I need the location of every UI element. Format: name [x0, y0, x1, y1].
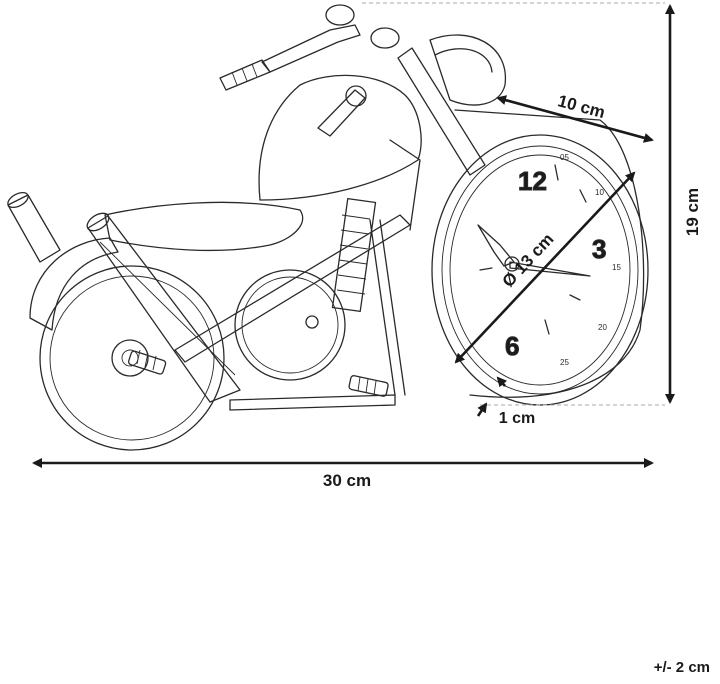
front-fork	[397, 47, 486, 176]
tolerance-note: +/- 2 cm	[653, 659, 710, 676]
clock-numeral-6: 6	[505, 331, 519, 361]
clock-diameter-line	[454, 171, 636, 364]
handlebar	[219, 4, 400, 137]
clock-minute-25: 25	[560, 358, 569, 367]
exhaust-pipes	[7, 191, 241, 403]
rear-wheel	[39, 265, 225, 451]
clock-numeral-12: 12	[518, 166, 547, 196]
dimension-lines	[32, 2, 675, 468]
rear-fender	[29, 237, 119, 331]
motorcycle-clock-drawing: 12 3 6 05 10 15 20 25	[7, 4, 649, 451]
depth-dimension-line	[496, 95, 654, 143]
height-label: 19 cm	[683, 188, 702, 236]
frame	[174, 139, 421, 411]
clock-minute-15: 15	[612, 263, 621, 272]
footpeg-bolt	[348, 375, 389, 397]
bezel-arrow-bottom	[476, 402, 488, 417]
clock-minute-20: 20	[598, 323, 607, 332]
clock-minute-10: 10	[595, 188, 604, 197]
rear-axle-bolt	[127, 349, 167, 375]
clock-numeral-3: 3	[592, 234, 606, 264]
headlight	[429, 34, 506, 106]
clock-diameter-label: Ø 13 cm	[498, 230, 557, 291]
engine	[234, 197, 377, 381]
clock-minute-05: 05	[560, 153, 569, 162]
seat	[104, 201, 304, 252]
bezel-arrow-top	[496, 376, 508, 388]
fuel-tank	[258, 74, 422, 201]
width-label: 30 cm	[323, 471, 371, 490]
bezel-label: 1 cm	[499, 410, 535, 427]
